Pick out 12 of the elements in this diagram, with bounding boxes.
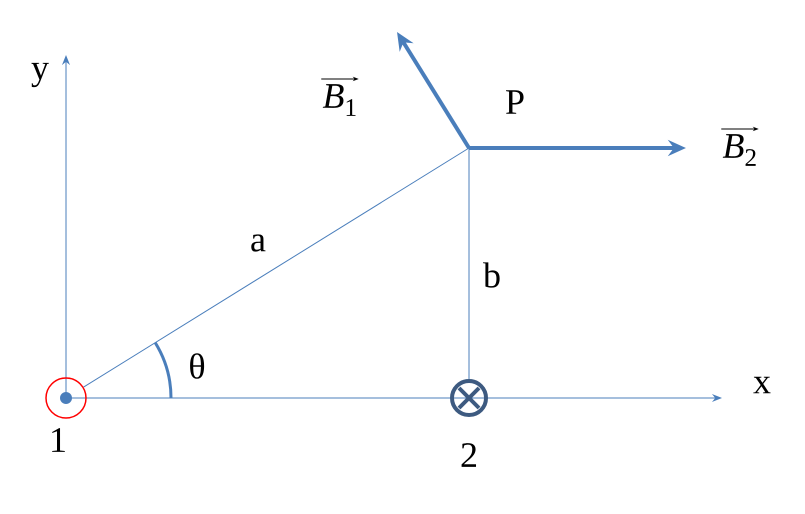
wire-number: 2 [462, 443, 476, 467]
line [468, 148, 470, 380]
wire-out-symbol [45, 377, 87, 419]
wire-in-symbol [450, 379, 488, 417]
axis-label: y [31, 62, 49, 88]
axis-label: x [753, 376, 771, 394]
edge-label: a [249, 233, 267, 253]
point-label: P [506, 90, 524, 114]
edge-label: b [482, 261, 502, 289]
angle-label: θ [190, 353, 204, 379]
wire-number: 1 [52, 428, 65, 452]
line [83, 148, 470, 388]
